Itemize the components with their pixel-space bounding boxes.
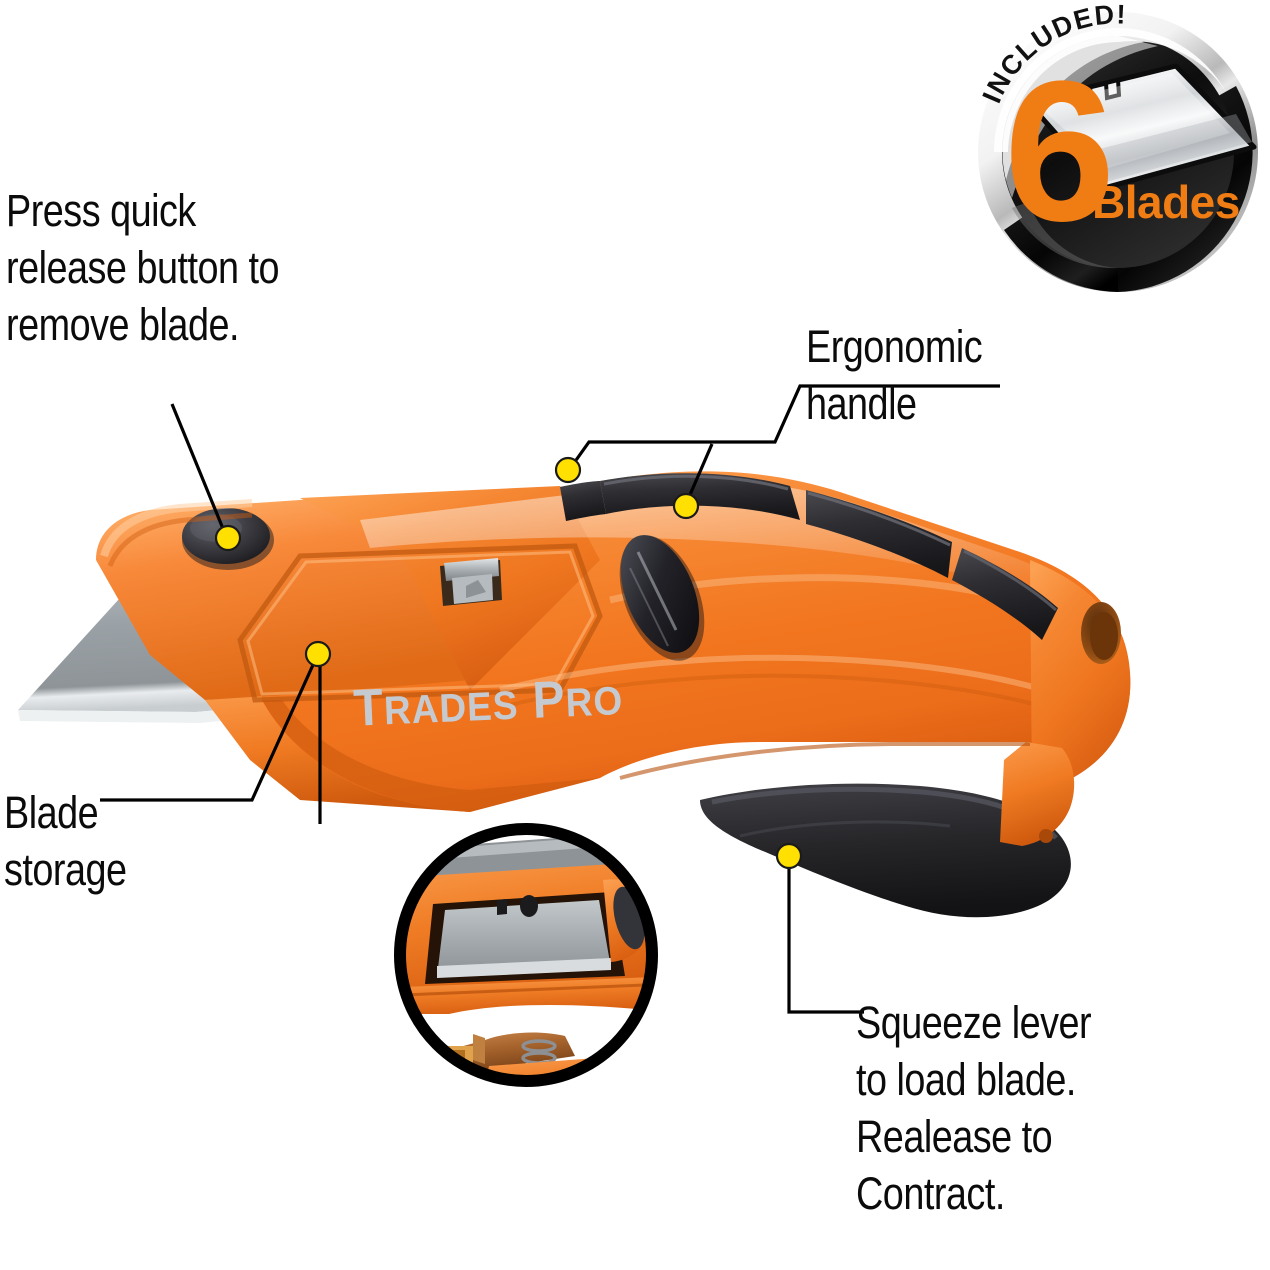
- brand-logo: TRADES PRO: [352, 667, 624, 737]
- lever-shell: [1000, 742, 1075, 846]
- badge-count: 6: [1004, 40, 1115, 263]
- blades-included-badge: INCLUDED! 6 Blades: [968, 2, 1268, 302]
- callout-press-quick-release: Press quick release button to remove bla…: [6, 185, 280, 350]
- blade-retainer-clip: [440, 558, 502, 606]
- svg-text:TRADES PRO: TRADES PRO: [352, 667, 624, 737]
- callout-blade-storage: Blade storage: [4, 787, 127, 895]
- blade-slider[interactable]: [603, 523, 721, 673]
- callout-squeeze-lever: Squeeze lever to load blade. Realease to…: [856, 997, 1092, 1219]
- blade-storage-detail-inset: [389, 818, 663, 1092]
- callout-ergonomic-handle: Ergonomic handle: [806, 321, 983, 429]
- badge-count-label: Blades: [1092, 176, 1240, 228]
- badge-blade-graphic: [1025, 63, 1257, 191]
- lanyard-hole: [1081, 602, 1121, 664]
